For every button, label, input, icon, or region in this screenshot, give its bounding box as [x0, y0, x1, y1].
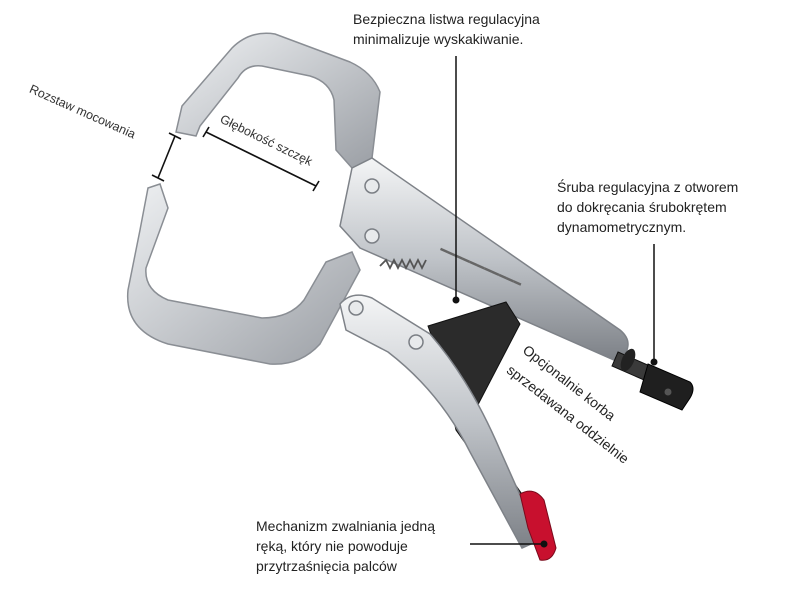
- label-screw-2: do dokręcania śrubokrętem: [557, 199, 727, 215]
- spring: [379, 257, 427, 271]
- rivet-4: [408, 334, 424, 350]
- rivet-1: [364, 178, 380, 194]
- upper-jaw: [175, 32, 381, 169]
- jaw-spread-marker: [151, 132, 182, 182]
- leader-screw-dot: [650, 358, 658, 366]
- label-release-3: przytrzaśnięcia palców: [256, 558, 397, 574]
- label-screw-3: dynamometrycznym.: [557, 219, 687, 235]
- leader-release-dot: [540, 540, 548, 548]
- label-release-2: ręką, który nie powoduje: [256, 538, 408, 554]
- rivet-2: [364, 228, 380, 244]
- lower-handle: [339, 294, 541, 549]
- label-safety-bar-1: Bezpieczna listwa regulacyjna: [353, 11, 540, 27]
- upper-handle: [339, 157, 629, 361]
- rivet-3: [348, 300, 364, 316]
- lower-jaw: [126, 183, 361, 365]
- screw-hole: [664, 388, 672, 396]
- jaw-depth-marker: [202, 126, 320, 192]
- label-safety-bar-2: minimalizuje wyskakiwanie.: [353, 31, 524, 47]
- label-screw-1: Śruba regulacyjna z otworem: [557, 179, 739, 195]
- leader-safety-bar-dot: [452, 296, 460, 304]
- label-release-1: Mechanizm zwalniania jedną: [256, 518, 435, 534]
- screw-nut: [620, 348, 636, 372]
- adjustment-screw-knob: [639, 363, 694, 411]
